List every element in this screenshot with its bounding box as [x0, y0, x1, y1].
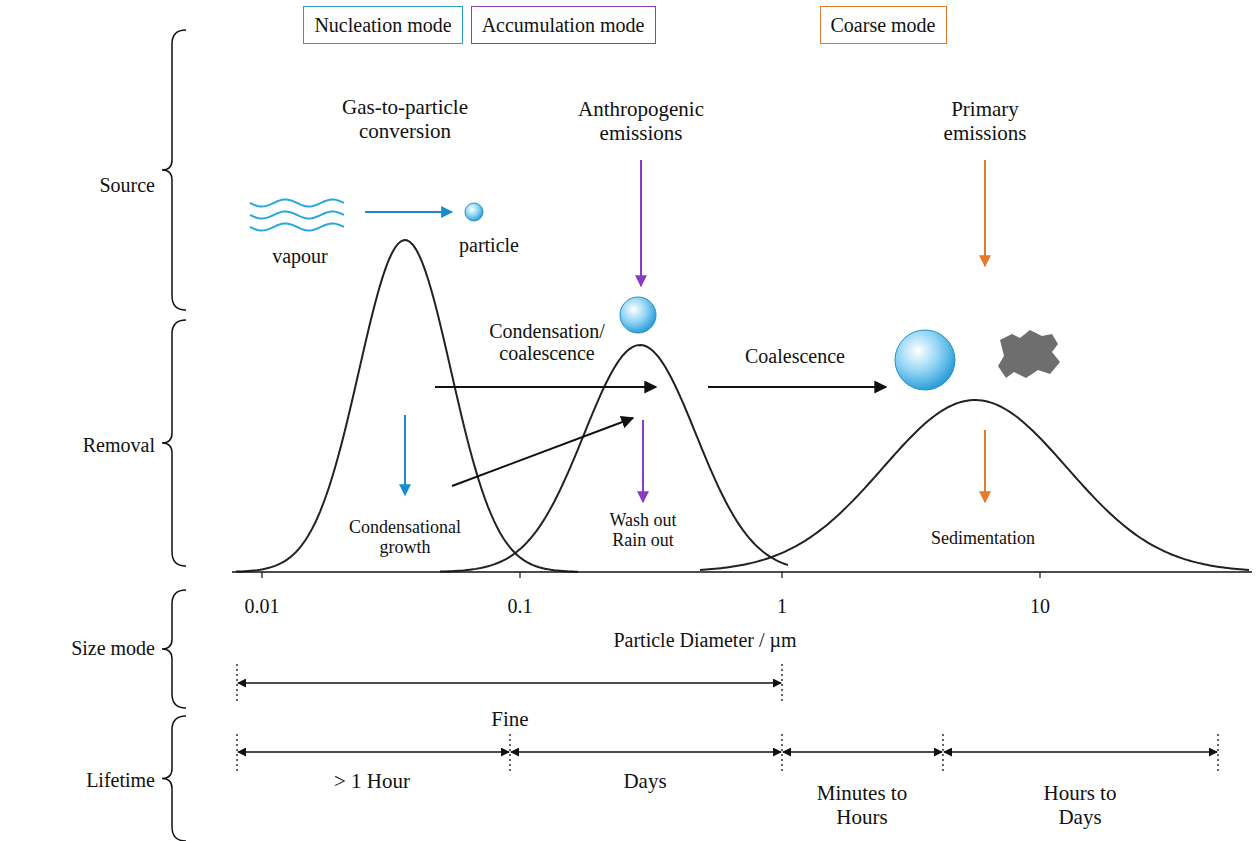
- mode-title: Accumulation mode: [482, 14, 645, 37]
- axis-tick: [519, 572, 520, 578]
- source-label: Primary emissions: [915, 98, 1055, 145]
- span-arrow: [238, 682, 781, 683]
- mode-curve: [236, 240, 578, 572]
- process-label: Coalescence: [730, 345, 860, 367]
- dotted-limit: [1217, 734, 1218, 772]
- dust-particle: [998, 330, 1060, 378]
- axis-tick: [781, 572, 782, 578]
- part-label: particle: [449, 234, 529, 256]
- process-arrow: [708, 386, 886, 388]
- mode-title: Nucleation mode: [314, 14, 451, 37]
- row-label: Removal: [45, 434, 155, 456]
- dotted-limit: [236, 734, 237, 772]
- span-arrow: [511, 751, 781, 752]
- mode-header-box: Accumulation mode: [471, 6, 656, 44]
- process-arrow: [642, 420, 644, 502]
- span-arrow: [783, 751, 942, 752]
- span-arrow: [944, 751, 1217, 752]
- axis-tick-label: 1: [752, 595, 812, 617]
- mode-header-box: Coarse mode: [820, 6, 947, 44]
- source-label: Gas-to-particle conversion: [318, 96, 493, 143]
- process-arrow: [404, 415, 406, 495]
- vapour-wave: [250, 212, 344, 219]
- row-label: Lifetime: [45, 769, 155, 791]
- dotted-limit: [942, 734, 943, 772]
- lifetime-label: > 1 Hour: [307, 770, 437, 794]
- size-range-label: Fine: [470, 708, 550, 732]
- mode-curve: [440, 345, 788, 572]
- process-arrow: [365, 211, 452, 213]
- process-label: Condensation/ coalescence: [479, 320, 615, 365]
- part-label: vapour: [260, 245, 340, 267]
- process-arrow: [984, 160, 986, 266]
- particle-sphere: [895, 330, 955, 390]
- dotted-limit: [781, 734, 782, 772]
- axis-tick: [1039, 572, 1040, 578]
- dotted-limit: [236, 664, 237, 702]
- row-label: Source: [45, 174, 155, 196]
- mode-curve: [700, 400, 1249, 570]
- axis-tick: [261, 572, 262, 578]
- mode-header-box: Nucleation mode: [303, 6, 463, 44]
- dotted-limit: [509, 734, 510, 772]
- removal-label: Condensational growth: [335, 517, 475, 557]
- axis-tick-label: 0.01: [232, 595, 292, 617]
- axis-tick-label: 0.1: [490, 595, 550, 617]
- lifetime-label: Hours to Days: [1025, 782, 1135, 829]
- span-arrow: [238, 751, 509, 752]
- axis-tick-label: 10: [1010, 595, 1070, 617]
- vapour-wave: [250, 200, 344, 207]
- vapour-wave: [250, 224, 344, 231]
- process-arrow: [452, 418, 633, 486]
- curly-brace: [162, 590, 186, 708]
- curly-brace: [162, 716, 186, 841]
- mode-title: Coarse mode: [831, 14, 936, 37]
- process-arrow: [435, 386, 656, 388]
- lifetime-label: Days: [595, 770, 695, 794]
- removal-label: Sedimentation: [918, 528, 1048, 548]
- axis-title: Particle Diameter / µm: [565, 629, 845, 651]
- curly-brace: [162, 320, 186, 566]
- removal-label: Wash out Rain out: [598, 510, 688, 550]
- lifetime-label: Minutes to Hours: [803, 782, 921, 829]
- particle-sphere: [620, 297, 656, 333]
- x-axis: [232, 571, 1252, 573]
- process-arrow: [640, 160, 642, 286]
- curly-brace: [162, 30, 186, 310]
- source-label: Anthropogenic emissions: [561, 98, 721, 145]
- process-arrow: [984, 430, 986, 502]
- particle-sphere: [465, 203, 483, 221]
- row-label: Size mode: [45, 637, 155, 659]
- dotted-limit: [781, 664, 782, 702]
